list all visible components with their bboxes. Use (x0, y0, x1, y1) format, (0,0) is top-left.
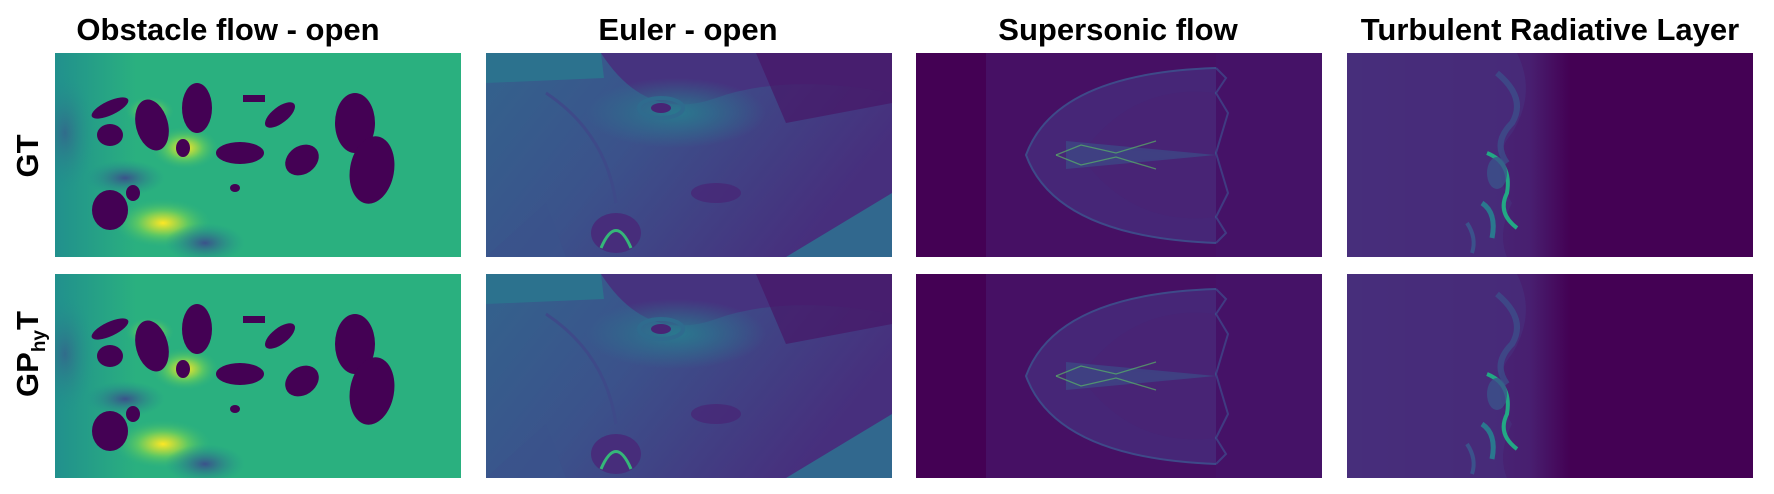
panel-gt-turbulent-radiative-layer (1347, 53, 1753, 257)
panel-gphyt-obstacle-flow (55, 274, 461, 478)
row-label-gt-text: GT (10, 134, 45, 178)
row-label-gphyt-tail: T (10, 311, 45, 330)
row-label-gphyt-main: GP (10, 352, 45, 397)
panel-gphyt-turbulent-radiative-layer (1347, 274, 1753, 478)
panel-gt-supersonic (916, 53, 1322, 257)
row-label-gphyt-sub: hy (29, 329, 50, 353)
row-label-gphyt: GPhyT (8, 244, 50, 464)
panel-gt-euler (486, 53, 892, 257)
column-title-turbulent-radiative-layer: Turbulent Radiative Layer (1360, 12, 1740, 47)
column-title-supersonic: Supersonic flow (998, 12, 1238, 47)
column-title-obstacle-flow: Obstacle flow - open (76, 12, 380, 47)
panel-gt-obstacle-flow (55, 53, 461, 257)
panel-gphyt-euler (486, 274, 892, 478)
column-title-euler: Euler - open (598, 12, 778, 47)
panel-gphyt-supersonic (916, 274, 1322, 478)
row-label-gt: GT (8, 46, 48, 266)
